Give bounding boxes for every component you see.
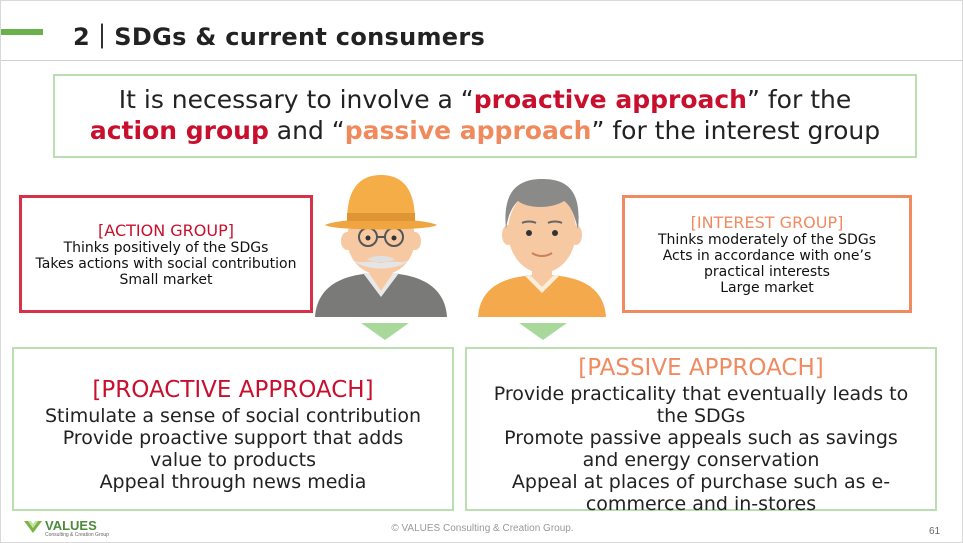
headline-proactive-approach: proactive approach bbox=[473, 85, 747, 114]
interest-group-title: [INTEREST GROUP] bbox=[690, 213, 844, 232]
headline-passive-approach: passive approach bbox=[344, 116, 592, 145]
values-logo: VALUES Consulting & Creation Group bbox=[23, 516, 133, 540]
interest-group-line: practical interests bbox=[704, 264, 830, 280]
logo-subtext: Consulting & Creation Group bbox=[45, 532, 109, 538]
proactive-approach-title: [PROACTIVE APPROACH] bbox=[92, 377, 374, 403]
interest-group-line: Acts in accordance with one’s bbox=[662, 248, 872, 264]
headline-text: ” for the interest group bbox=[591, 116, 881, 145]
action-group-line: Thinks positively of the SDGs bbox=[63, 240, 269, 256]
down-arrow-icon bbox=[519, 323, 567, 340]
headline-text: and “ bbox=[268, 116, 345, 145]
headline-action-group: action group bbox=[89, 116, 269, 145]
values-logo-icon bbox=[24, 521, 42, 533]
interest-group-line: Large market bbox=[720, 280, 814, 296]
passive-approach-line: the SDGs bbox=[656, 405, 746, 427]
proactive-approach-line: Appeal through news media bbox=[99, 471, 367, 493]
action-group-box: [ACTION GROUP] Thinks positively of the … bbox=[19, 195, 313, 313]
proactive-approach-line: value to products bbox=[149, 449, 317, 471]
headline-box: It is necessary to involve a “proactive … bbox=[53, 74, 917, 158]
headline-text: ” for the bbox=[746, 85, 852, 114]
headline-text: It is necessary to involve a “ bbox=[118, 85, 474, 114]
passive-approach-box: [PASSIVE APPROACH] Provide practicality … bbox=[465, 347, 937, 515]
action-group-line: Small market bbox=[119, 272, 213, 288]
passive-approach-line: Appeal at places of purchase such as e- bbox=[511, 471, 891, 493]
action-group-title: [ACTION GROUP] bbox=[98, 221, 234, 240]
down-arrow-icon bbox=[361, 323, 409, 340]
headline-line-2: action group and “passive approach” for … bbox=[55, 115, 915, 146]
page-title: 2｜SDGs & current consumers bbox=[73, 23, 486, 51]
passive-approach-line: commerce and in-stores bbox=[585, 493, 817, 515]
proactive-approach-box: [PROACTIVE APPROACH] Stimulate a sense o… bbox=[12, 347, 454, 511]
copyright: © VALUES Consulting & Creation Group. bbox=[391, 523, 574, 534]
passive-approach-line: Promote passive appeals such as savings bbox=[504, 427, 898, 449]
interest-group-line: Thinks moderately of the SDGs bbox=[658, 232, 876, 248]
page-number: 61 bbox=[929, 526, 941, 537]
proactive-approach-line: Provide proactive support that adds bbox=[62, 427, 404, 449]
passive-approach-line: Provide practicality that eventually lea… bbox=[493, 383, 909, 405]
person-with-hat-icon bbox=[315, 175, 447, 317]
passive-approach-line: and energy conservation bbox=[582, 449, 820, 471]
title-accent-bar bbox=[1, 29, 43, 35]
headline-line-1: It is necessary to involve a “proactive … bbox=[55, 84, 915, 115]
person-icon bbox=[478, 179, 606, 317]
title-divider bbox=[1, 60, 963, 61]
proactive-approach-line: Stimulate a sense of social contribution bbox=[44, 405, 422, 427]
action-group-line: Takes actions with social contribution bbox=[35, 256, 297, 272]
passive-approach-title: [PASSIVE APPROACH] bbox=[578, 355, 824, 381]
interest-group-box: [INTEREST GROUP] Thinks moderately of th… bbox=[622, 195, 912, 313]
logo-text: VALUES bbox=[45, 518, 97, 533]
